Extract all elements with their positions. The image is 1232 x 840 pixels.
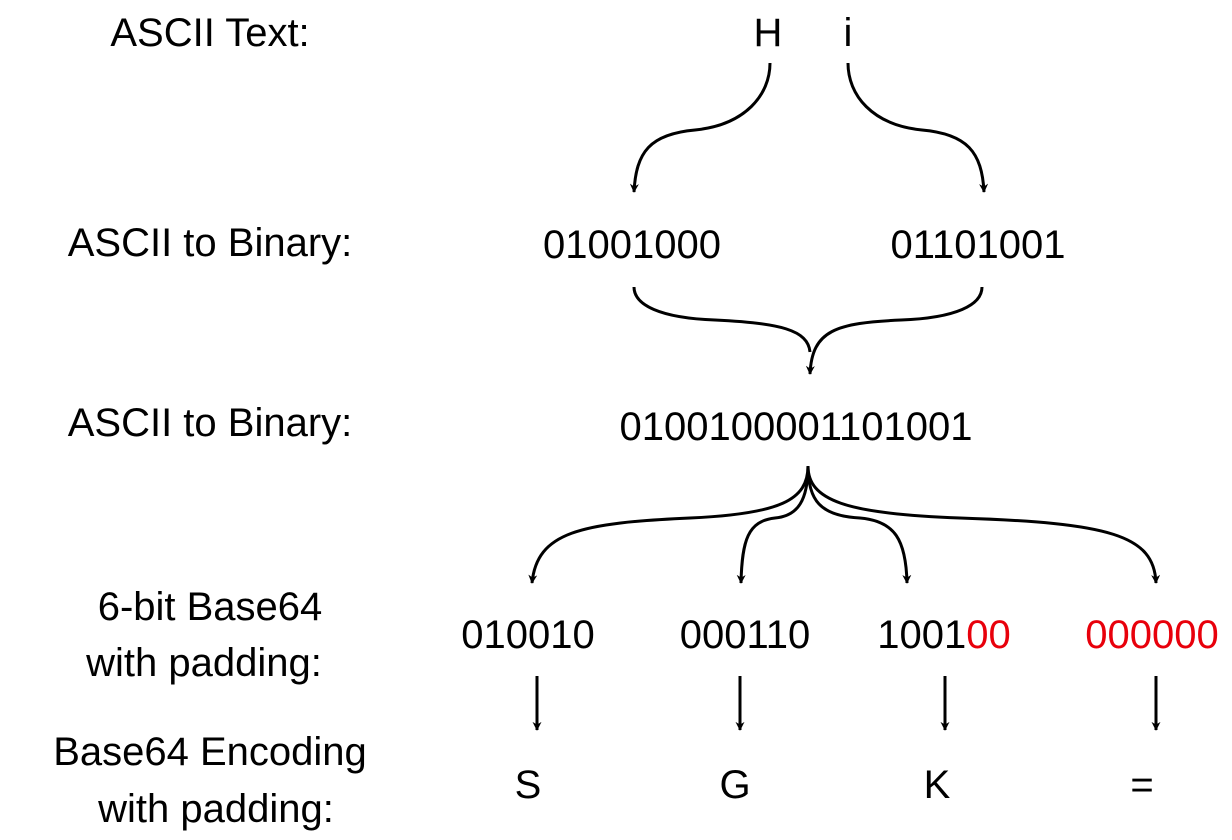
split-arrow-3 [806, 465, 912, 584]
encoded-char-4: = [1130, 763, 1153, 807]
encoded-char-2: G [719, 763, 750, 807]
arrow-h-to-binary [629, 62, 772, 193]
char-h: H [754, 11, 783, 55]
char-i: i [844, 11, 853, 55]
label-concatenated-binary: ASCII to Binary: [68, 401, 353, 445]
split-arrow-2 [736, 465, 810, 584]
binary-byte-2: 01101001 [891, 223, 1066, 267]
split-arrow-1 [528, 465, 810, 584]
group-3: 100100 [877, 613, 1010, 657]
binary-byte-1: 01001000 [543, 223, 721, 267]
group-2: 000110 [680, 613, 811, 657]
group-3-padding: 00 [966, 613, 1011, 657]
label-ascii-text: ASCII Text: [110, 11, 309, 55]
label-six-bit-line2: with padding: [85, 641, 322, 685]
label-six-bit-line1: 6-bit Base64 [98, 585, 323, 629]
group-2-bits: 000110 [680, 613, 811, 657]
group-4: 000000 [1085, 613, 1218, 657]
group-1: 010010 [461, 613, 594, 657]
concatenated-binary: 0100100001101001 [620, 405, 973, 449]
group-4-padding: 000000 [1085, 613, 1218, 657]
label-encoding-line1: Base64 Encoding [53, 730, 367, 774]
group-3-bits: 1001 [877, 613, 966, 657]
split-arrow-4 [806, 465, 1161, 584]
encoded-char-3: K [924, 763, 951, 807]
label-ascii-to-binary: ASCII to Binary: [68, 221, 353, 265]
group-1-bits: 010010 [461, 613, 594, 657]
encoded-char-1: S [515, 763, 542, 807]
merge-arrow [805, 286, 984, 375]
arrow-i-to-binary [846, 62, 989, 193]
merge-line-left [632, 286, 812, 353]
label-encoding-line2: with padding: [97, 787, 334, 831]
